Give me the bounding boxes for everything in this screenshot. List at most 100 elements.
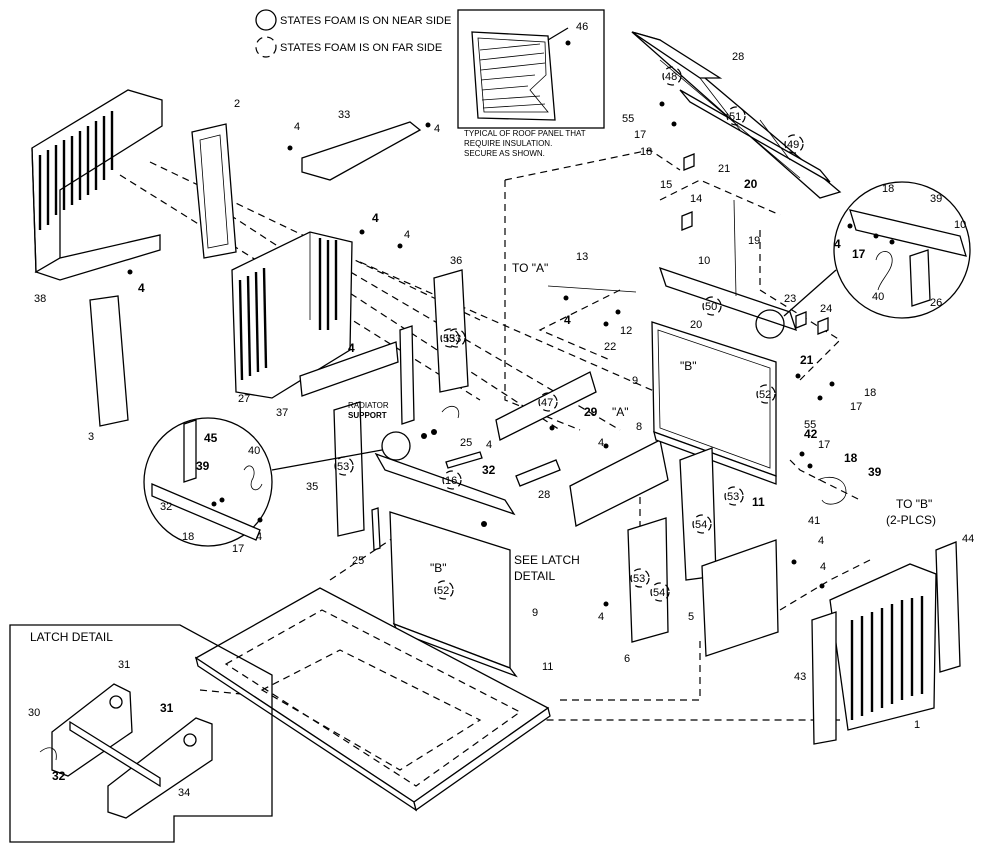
svg-text:SECURE AS SHOWN.: SECURE AS SHOWN. xyxy=(464,149,545,158)
callout-4: 4 xyxy=(834,237,841,251)
legend-near-side: STATES FOAM IS ON NEAR SIDE xyxy=(280,15,451,27)
callout-22: 22 xyxy=(604,341,616,353)
callout-4: 4 xyxy=(486,439,492,451)
foam-tag-text: 54 xyxy=(653,587,665,599)
callout-36: 36 xyxy=(450,255,462,267)
callout-38: 38 xyxy=(34,293,46,305)
foam-tag-50: 50 xyxy=(702,296,722,316)
foam-tag-ring xyxy=(630,568,650,588)
ref-a-label: "A" xyxy=(612,405,629,419)
callout-25: 25 xyxy=(460,437,472,449)
part-35-channel xyxy=(333,401,365,537)
foam-tag-51: 51 xyxy=(726,106,746,126)
callout-31: 31 xyxy=(118,659,130,671)
callout-4: 4 xyxy=(564,313,571,327)
callout-4: 4 xyxy=(598,437,604,449)
far-side-symbol xyxy=(255,36,277,58)
callout-42: 42 xyxy=(804,427,818,441)
callout-17: 17 xyxy=(232,543,244,555)
foam-tag-ring xyxy=(784,134,804,154)
part-32-rail xyxy=(374,452,516,516)
foam-tag-text: 53 xyxy=(443,333,455,345)
part-3-panel xyxy=(89,295,129,427)
callout-4: 4 xyxy=(138,281,145,295)
callout-14: 14 xyxy=(690,193,702,205)
part-6-channel xyxy=(627,517,669,643)
callout-20: 20 xyxy=(690,319,702,331)
foam-tag-54: 54 xyxy=(692,514,712,534)
svg-text:TYPICAL OF ROOF PANEL THAT: TYPICAL OF ROOF PANEL THAT xyxy=(464,129,586,138)
callout-4: 4 xyxy=(598,611,604,623)
radiator-support-label-2: SUPPORT xyxy=(348,411,387,420)
see-latch-detail-1: SEE LATCH xyxy=(514,553,580,567)
callout-31: 31 xyxy=(160,701,174,715)
callout-21: 21 xyxy=(800,353,814,367)
legend: STATES FOAM IS ON NEAR SIDE STATES FOAM … xyxy=(255,9,451,58)
callout-17: 17 xyxy=(852,247,866,261)
callout-34: 34 xyxy=(178,787,190,799)
callout-24: 24 xyxy=(820,303,832,315)
callout-4: 4 xyxy=(294,121,300,133)
part-radiator-bracket xyxy=(399,325,415,425)
callout-11: 11 xyxy=(752,495,765,509)
foam-tag-53: 53 xyxy=(446,328,466,348)
callout-33: 33 xyxy=(338,109,350,121)
foam-tag-ring xyxy=(702,296,722,316)
callout-43: 43 xyxy=(794,671,806,683)
foam-tag-53: 53 xyxy=(630,568,650,588)
part-9-upper-panel xyxy=(651,321,777,485)
callout-30: 30 xyxy=(28,707,40,719)
base-frame xyxy=(194,587,551,812)
foam-tag-text: 52 xyxy=(759,389,771,401)
part-28-bracket xyxy=(515,459,561,487)
callout-32: 32 xyxy=(160,501,172,513)
callout-41: 41 xyxy=(808,515,820,527)
foam-tag-ring xyxy=(662,66,682,86)
callout-3: 3 xyxy=(88,431,94,443)
callout-18: 18 xyxy=(182,531,194,543)
callout-4: 4 xyxy=(404,229,410,241)
foam-tag-text: 53 xyxy=(727,491,739,503)
callout-18: 18 xyxy=(864,387,876,399)
callout-17: 17 xyxy=(634,129,646,141)
callout-28: 28 xyxy=(732,51,744,63)
part-10-rail xyxy=(658,266,798,332)
foam-tag-text: 16 xyxy=(445,475,457,487)
foam-tag-text: 50 xyxy=(705,301,717,313)
callout-29: 29 xyxy=(584,405,598,419)
foam-tag-53: 53 xyxy=(334,456,354,476)
foam-tag-54: 54 xyxy=(650,582,670,602)
callout-39: 39 xyxy=(930,193,942,205)
foam-tag-52: 52 xyxy=(756,384,776,404)
detail-right xyxy=(755,181,971,339)
foam-tag-ring xyxy=(538,392,558,412)
part-54-channel xyxy=(679,447,717,581)
foam-tag-text: 48 xyxy=(665,71,677,83)
part-33-panel xyxy=(301,121,422,181)
callout-27: 27 xyxy=(238,393,250,405)
part-1-end-panel xyxy=(829,563,937,731)
to-a-label: TO "A" xyxy=(512,261,548,275)
callout-4: 4 xyxy=(434,123,440,135)
foam-tag-16: 16 xyxy=(442,470,462,490)
callout-25: 25 xyxy=(352,555,364,567)
callout-26: 26 xyxy=(930,297,942,309)
callout-17: 17 xyxy=(850,401,862,413)
callout-21: 21 xyxy=(718,163,730,175)
part-44-panel xyxy=(935,541,961,673)
callout-46: 46 xyxy=(576,21,588,33)
foam-tag-text: 54 xyxy=(695,519,707,531)
foam-tag-text: 49 xyxy=(787,139,799,151)
foam-tag-text: 52 xyxy=(437,585,449,597)
to-b-label-2: (2-PLCS) xyxy=(886,513,936,527)
part-43-panel xyxy=(811,611,837,745)
foam-tag-49: 49 xyxy=(784,134,804,154)
foam-tag-text: 53 xyxy=(633,573,645,585)
callout-15: 15 xyxy=(660,179,672,191)
legend-far-side: STATES FOAM IS ON FAR SIDE xyxy=(280,42,442,54)
callout-4: 4 xyxy=(348,341,355,355)
callout-19: 19 xyxy=(748,235,760,247)
callout-18: 18 xyxy=(882,183,894,195)
